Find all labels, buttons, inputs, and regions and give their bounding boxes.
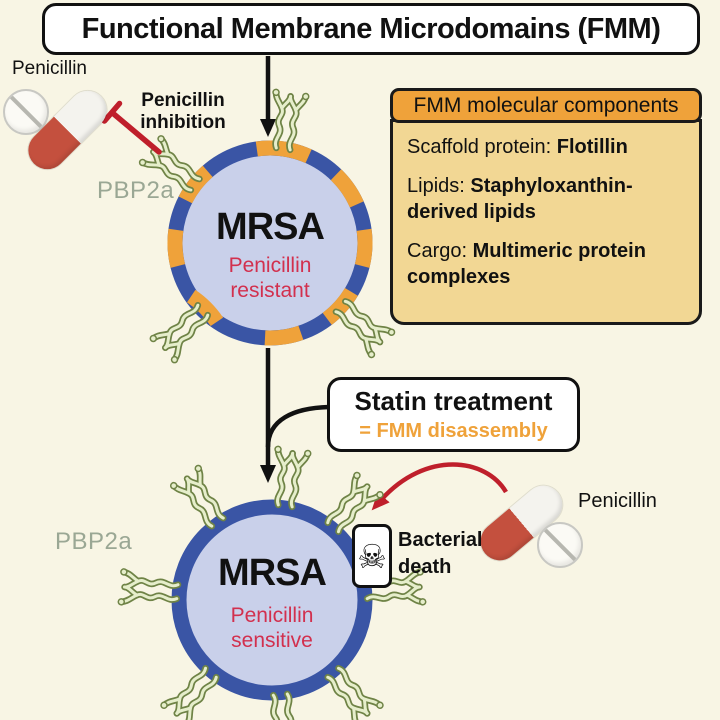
fmm-row-cargo: Cargo: Multimeric protein complexes [407,240,646,288]
statin-title: Statin treatment [354,386,553,416]
mrsa-sensitive-cell [118,446,426,720]
penicillin-tablet-icon [537,522,583,568]
fmm-panel-header: FMM molecular components [390,88,702,123]
bacterial-death-badge: ☠ [352,524,392,588]
bacterial-death-label: Bacterial death [398,529,483,578]
tablet-score-line [539,524,581,566]
resistant-cell-text: MRSA Penicillin resistant [160,207,380,303]
arrow-penicillin-kills-cell [371,462,508,511]
mrsa-resistant-cell [138,89,395,364]
pbp2a-protein-icon [267,446,311,508]
pbp2a-label-top: PBP2a [97,177,175,204]
penicillin-label-bottom: Penicillin [578,490,657,512]
sensitive-cell-text: MRSA Penicillin sensitive [162,553,382,653]
skull-crossbones-icon: ☠ [357,536,387,576]
statin-subtitle: = FMM disassembly [359,420,548,442]
cell-interior [175,148,365,338]
cell-name: MRSA [218,552,327,594]
statin-treatment-box: Statin treatment = FMM disassembly [327,377,580,452]
fmm-row-scaffold: Scaffold protein: Flotillin [407,136,628,158]
fmm-row-lipids: Lipids: Staphyloxanthin-derived lipids [407,175,633,223]
fmm-membrane-segments [167,140,373,346]
page-title: Functional Membrane Microdomains (FMM) [81,12,661,45]
fmm-components-panel: FMM molecular components Scaffold protei… [390,88,702,325]
tablet-score-line [5,91,47,133]
fmm-panel-body: Scaffold protein: Flotillin Lipids: Stap… [390,119,702,325]
penicillin-inhibition-blocked-line [101,100,162,155]
pbp2a-label-bottom: PBP2a [55,528,133,555]
penicillin-label-top: Penicillin [12,58,87,79]
penicillin-inhibition-label: Penicillin inhibition [140,90,226,133]
statin-connector-curve [265,404,330,448]
title-banner: Functional Membrane Microdomains (FMM) [42,3,700,55]
cell-interior [179,507,365,693]
cell-name: MRSA [216,206,325,248]
